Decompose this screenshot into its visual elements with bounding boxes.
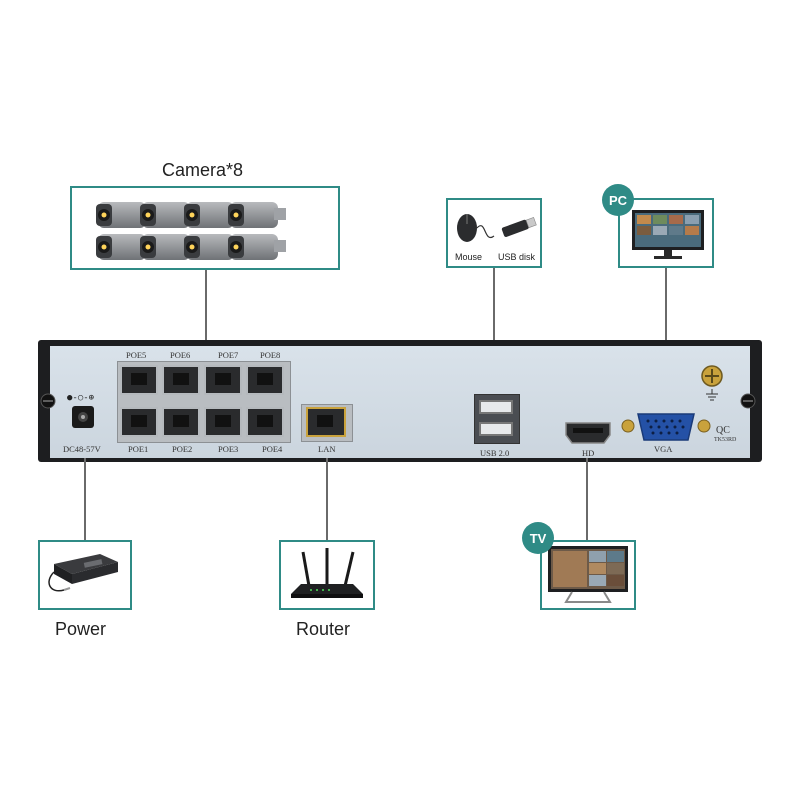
mouse-icon [457, 214, 495, 242]
poe4-port [246, 407, 284, 437]
hd-label: HD [582, 448, 595, 458]
poe3-label: POE3 [218, 444, 239, 454]
vga-port-icon [621, 413, 711, 441]
router-box [279, 540, 375, 610]
power-connector-line [84, 458, 86, 540]
pc-monitor-icon [632, 210, 704, 259]
camera-box [70, 186, 340, 270]
vga-label: VGA [654, 444, 673, 454]
usb-peripherals-box: Mouse USB disk [446, 198, 542, 268]
power-box [38, 540, 132, 610]
camera-caption: Camera*8 [162, 160, 244, 180]
poe6-port [162, 365, 200, 395]
tv-monitor-icon [548, 546, 628, 603]
poe1-port [120, 407, 158, 437]
usb-port-upper [479, 400, 513, 414]
screw-right-icon [740, 393, 756, 409]
camera-connector-line [205, 270, 207, 360]
router-icon [291, 548, 363, 598]
power-caption: Power [55, 619, 107, 639]
router-connector-line [326, 458, 328, 540]
usb-label: USB 2.0 [480, 448, 510, 458]
screw-left-icon [40, 393, 56, 409]
lan-port [306, 407, 346, 437]
poe6-label: POE6 [170, 350, 191, 360]
poe8-port [246, 365, 284, 395]
poe2-port [162, 407, 200, 437]
poe5-port [120, 365, 158, 395]
usb-port-lower [479, 422, 513, 436]
poe7-port [204, 365, 242, 395]
usb-disk-icon [501, 217, 537, 237]
usb-disk-label: USB disk [498, 252, 536, 262]
tv-connector-line [586, 458, 588, 540]
dc-power-jack-icon: ●-○-⊕ [67, 393, 94, 428]
pc-box [618, 198, 714, 268]
poe1-label: POE1 [128, 444, 149, 454]
cameras-illustration [96, 202, 286, 260]
pc-connector-line [665, 268, 667, 410]
qc-code-label: TK53RD [714, 437, 737, 443]
tv-badge: TV [522, 522, 554, 554]
power-adapter-icon [48, 554, 118, 592]
ground-screw-icon [701, 365, 723, 401]
pc-badge: PC [602, 184, 634, 216]
poe3-port [204, 407, 242, 437]
usb-connector-line [493, 268, 495, 390]
qc-label: QC [716, 425, 730, 436]
dc-label: DC48-57V [63, 444, 101, 454]
lan-label: LAN [318, 444, 336, 454]
poe4-label: POE4 [262, 444, 283, 454]
hdmi-port-icon [565, 422, 611, 444]
router-caption: Router [296, 619, 351, 639]
poe5-label: POE5 [126, 350, 147, 360]
poe2-label: POE2 [172, 444, 193, 454]
poe8-label: POE8 [260, 350, 281, 360]
tv-box [540, 540, 636, 610]
poe7-label: POE7 [218, 350, 239, 360]
mouse-label: Mouse [455, 252, 483, 262]
svg-text:●-○-⊕: ●-○-⊕ [67, 393, 94, 403]
